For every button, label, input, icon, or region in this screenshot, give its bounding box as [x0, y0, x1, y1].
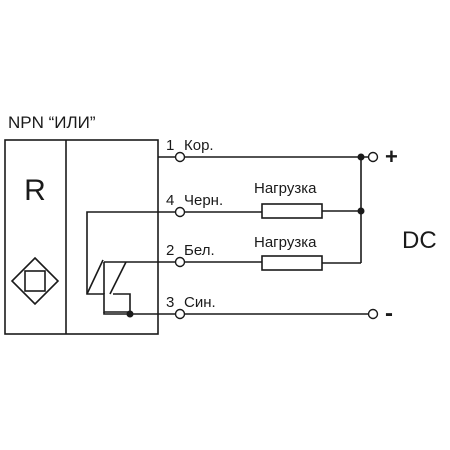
terminal-minus: [367, 308, 379, 320]
sensor-body: [4, 139, 159, 335]
pin-1-number: 1: [166, 137, 174, 154]
pin-1-name: Кор.: [184, 137, 214, 154]
load-label-2: Нагрузка: [254, 234, 317, 251]
terminal-1: [174, 151, 186, 163]
diagram-title: NPN “ИЛИ”: [8, 113, 96, 132]
pin-2-number: 2: [166, 242, 174, 259]
supply-label: DC: [402, 227, 437, 254]
sensor-letter: R: [24, 174, 46, 207]
terminal-3: [174, 308, 186, 320]
switch-contacts: [86, 211, 158, 318]
terminal-plus: [367, 151, 379, 163]
terminal-2: [174, 256, 186, 268]
minus-sign: -: [385, 300, 393, 327]
pin-3-number: 3: [166, 294, 174, 311]
plus-sign: +: [385, 144, 398, 169]
pin-3-name: Син.: [184, 294, 216, 311]
load-resistor-1: [261, 203, 323, 219]
load-label-1: Нагрузка: [254, 180, 317, 197]
pin-4-number: 4: [166, 192, 174, 209]
pin-2-name: Бел.: [184, 242, 215, 259]
pin-4-name: Черн.: [184, 192, 223, 209]
proximity-sensor-icon: [10, 256, 60, 306]
terminal-4: [174, 206, 186, 218]
load-resistor-2: [261, 255, 323, 271]
